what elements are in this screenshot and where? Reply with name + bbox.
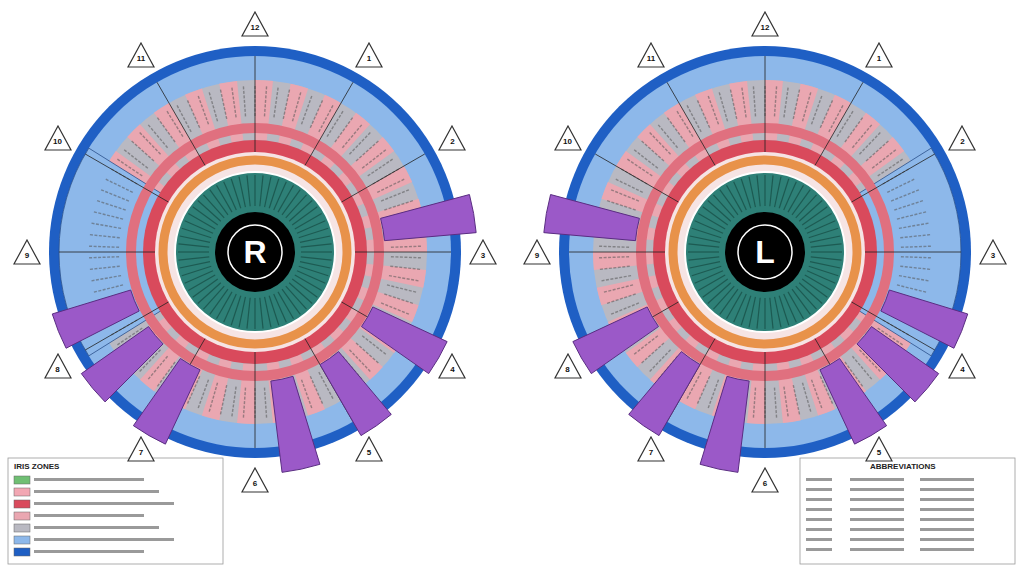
- clock-triangle: 8: [554, 353, 582, 379]
- clock-number: 5: [355, 436, 383, 458]
- clock-number: 11: [127, 42, 155, 64]
- clock-triangle: 5: [865, 436, 893, 462]
- clock-number: 7: [637, 436, 665, 458]
- clock-number: 5: [865, 436, 893, 458]
- zone-legend: [8, 458, 223, 564]
- clock-triangle: 12: [751, 11, 779, 37]
- clock-number: 8: [554, 353, 582, 375]
- clock-triangle: 2: [438, 125, 466, 151]
- eye-side-letter: R: [227, 224, 283, 280]
- clock-number: 1: [865, 42, 893, 64]
- clock-number: 8: [44, 353, 72, 375]
- clock-triangle: 1: [355, 42, 383, 68]
- clock-triangle: 5: [355, 436, 383, 462]
- clock-number: 2: [948, 125, 976, 147]
- clock-triangle: 11: [637, 42, 665, 68]
- clock-number: 3: [469, 239, 497, 261]
- clock-number: 1: [355, 42, 383, 64]
- clock-number: 2: [438, 125, 466, 147]
- clock-number: 12: [751, 11, 779, 33]
- pupil-marker: R: [227, 224, 283, 280]
- clock-number: 7: [127, 436, 155, 458]
- eye-side-letter: L: [737, 224, 793, 280]
- clock-number: 6: [751, 467, 779, 489]
- iris-drawing: [544, 46, 971, 472]
- clock-triangle: 10: [554, 125, 582, 151]
- clock-triangle: 10: [44, 125, 72, 151]
- panel-heading: ABBREVIATIONS: [870, 462, 936, 471]
- clock-triangle: 11: [127, 42, 155, 68]
- clock-triangle: 6: [751, 467, 779, 493]
- abbreviation-table: [800, 458, 1015, 564]
- clock-triangle: 4: [438, 353, 466, 379]
- clock-triangle: 2: [948, 125, 976, 151]
- clock-number: 9: [523, 239, 551, 261]
- clock-number: 6: [241, 467, 269, 489]
- clock-triangle: 8: [44, 353, 72, 379]
- iris-drawing: [49, 46, 476, 472]
- clock-triangle: 4: [948, 353, 976, 379]
- clock-triangle: 7: [637, 436, 665, 462]
- clock-number: 10: [44, 125, 72, 147]
- clock-triangle: 6: [241, 467, 269, 493]
- clock-triangle: 1: [865, 42, 893, 68]
- clock-triangle: 9: [523, 239, 551, 265]
- clock-number: 3: [979, 239, 1007, 261]
- clock-number: 11: [637, 42, 665, 64]
- clock-triangle: 3: [979, 239, 1007, 265]
- clock-triangle: 3: [469, 239, 497, 265]
- clock-triangle: 7: [127, 436, 155, 462]
- clock-number: 4: [948, 353, 976, 375]
- clock-number: 4: [438, 353, 466, 375]
- clock-triangle: 9: [13, 239, 41, 265]
- clock-number: 9: [13, 239, 41, 261]
- panel-heading: IRIS ZONES: [14, 462, 59, 471]
- pupil-marker: L: [737, 224, 793, 280]
- clock-triangle: 12: [241, 11, 269, 37]
- clock-number: 12: [241, 11, 269, 33]
- clock-number: 10: [554, 125, 582, 147]
